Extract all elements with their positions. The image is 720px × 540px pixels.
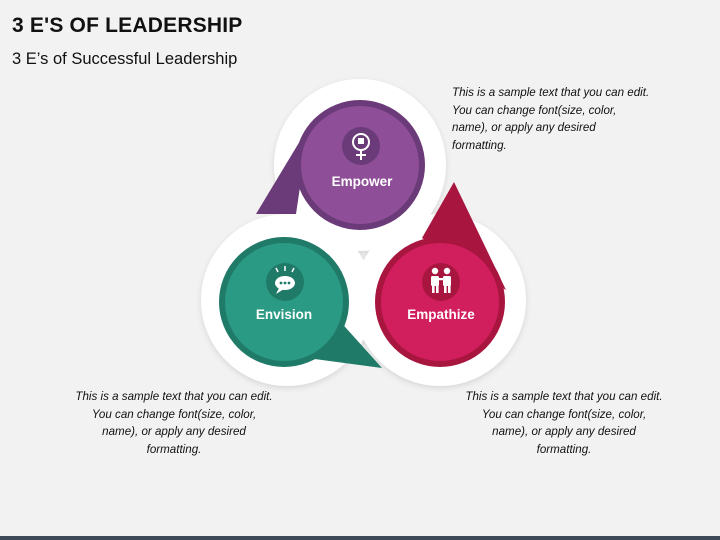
circle-empathize — [375, 237, 505, 367]
node-envision: Envision — [219, 237, 349, 367]
label-envision: Envision — [256, 307, 312, 322]
description-text-left: This is a sample text that you can edit.… — [75, 390, 273, 456]
circle-envision — [219, 237, 349, 367]
circle-empower — [295, 100, 425, 230]
label-empathize: Empathize — [407, 307, 475, 322]
female-fist-icon — [352, 133, 370, 160]
label-empower: Empower — [332, 174, 394, 189]
node-empathize: Empathize — [375, 237, 505, 367]
page-title: 3 E'S OF LEADERSHIP — [12, 14, 243, 37]
icon-bg-empower — [342, 127, 380, 165]
tail-empower — [256, 126, 309, 214]
speech-bubble-icon — [275, 266, 295, 294]
people-embrace-icon — [431, 267, 451, 293]
description-text-top: This is a sample text that you can edit.… — [452, 86, 650, 152]
node-empower: Empower — [295, 100, 425, 230]
bottom-bar — [0, 536, 720, 540]
description-text-right: This is a sample text that you can edit.… — [465, 390, 663, 456]
icon-bg-empathize — [422, 263, 460, 301]
page-subtitle: 3 E’s of Successful Leadership — [12, 50, 238, 68]
